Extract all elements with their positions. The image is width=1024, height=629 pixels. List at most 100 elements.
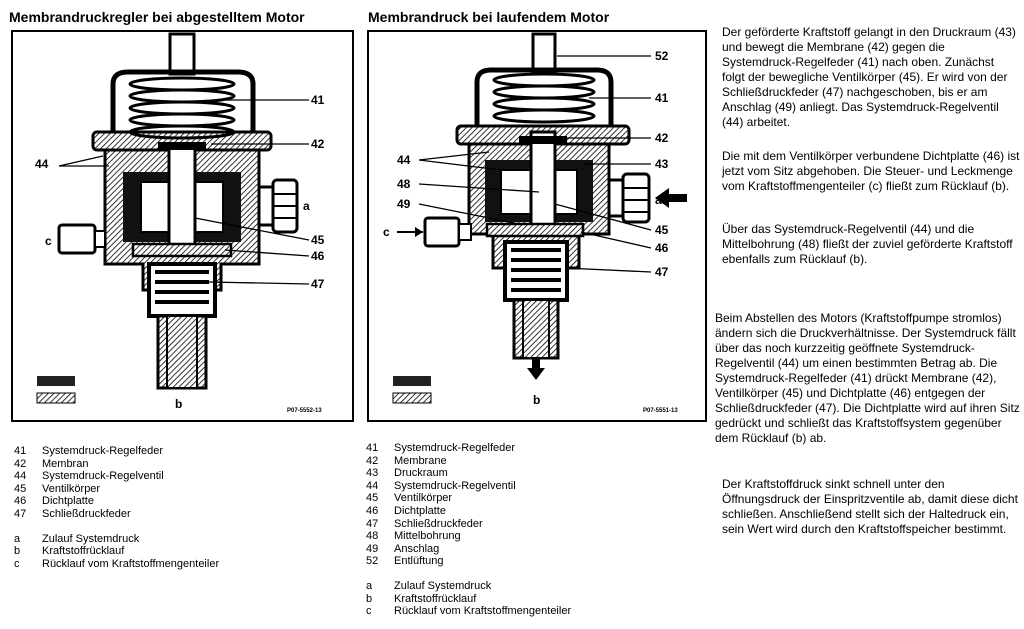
legend-row: b Kraftstoffrücklauf — [366, 593, 571, 606]
callout-42: 42 — [311, 137, 325, 151]
legend-key: c — [14, 557, 20, 570]
left-diagram-panel: 41 42 44 a c 45 46 47 b P07-5552-13 — [11, 30, 354, 422]
callout-48: 48 — [397, 177, 411, 191]
legend-value: Systemdruck-Regelfeder — [394, 442, 516, 454]
legend-swatch-dark — [393, 376, 431, 386]
paragraph-center-bore: Über das Systemdruck-Regelventil (44) un… — [722, 222, 1013, 266]
legend-value: Zulauf Systemdruck — [42, 532, 140, 545]
legend-key: 46 — [366, 504, 379, 517]
legend-key: b — [14, 545, 21, 558]
callout-a: a — [655, 193, 662, 207]
legend-key: a — [366, 579, 373, 592]
middle-diagram-title: Membrandruck bei laufendem Motor — [368, 9, 610, 25]
legend-value: Zulauf Systemdruck — [394, 579, 492, 592]
valve-body-45 — [529, 130, 557, 232]
legend-row: 45 Ventilkörper — [14, 483, 219, 496]
callout-49: 49 — [397, 197, 411, 211]
fitting-a — [607, 178, 625, 218]
legend-key: a — [14, 532, 21, 545]
valve-body-45 — [167, 144, 197, 248]
paragraph-seal-plate: Die mit dem Ventilkörper verbundene Dich… — [722, 149, 1020, 193]
legend-row: 44 Systemdruck-Regelventil — [14, 470, 219, 483]
legend-row: 44 Systemdruck-Regelventil — [366, 480, 571, 493]
spring-47 — [511, 248, 561, 292]
legend-swatch-light — [392, 392, 432, 404]
legend-key: 44 — [14, 470, 27, 483]
legend-value: Rücklauf vom Kraftstoffmengenteiler — [394, 605, 572, 618]
callout-a: a — [303, 199, 310, 213]
legend-key: 41 — [366, 442, 379, 454]
legend-value: Dichtplatte — [394, 504, 446, 517]
callout-52: 52 — [655, 49, 669, 63]
spring-47 — [155, 270, 209, 304]
legend-key: 44 — [366, 479, 379, 492]
callout-41: 41 — [311, 93, 325, 107]
legend-value: Mittelbohrung — [394, 530, 461, 543]
left-diagram-title: Membrandruckregler bei abgestelltem Moto… — [9, 9, 305, 25]
legend-row: c Rücklauf vom Kraftstoffmengenteiler — [14, 558, 219, 571]
legend-value: Systemdruck-Regelventil — [42, 470, 164, 483]
callout-41: 41 — [655, 91, 669, 105]
seal-plate-46 — [485, 222, 585, 238]
callout-44: 44 — [35, 157, 49, 171]
legend-value: Entlüftung — [394, 555, 444, 568]
legend-value: Systemdruck-Regelventil — [394, 479, 516, 492]
middle-diagram-panel: 52 41 42 43 a 45 46 47 44 48 49 c b P07-… — [367, 30, 707, 422]
callout-43: 43 — [655, 157, 669, 171]
paragraph-holding-pressure: Der Kraftstoffdruck sinkt schnell unter … — [722, 477, 1018, 536]
vent-pipe — [168, 32, 196, 76]
legend-swatch-light — [36, 392, 76, 404]
legend-row: 41 Systemdruck-Regelfeder — [366, 442, 571, 455]
legend-row: 47 Schließdruckfeder — [14, 508, 219, 521]
callout-46: 46 — [655, 241, 669, 255]
callout-c: c — [383, 225, 390, 239]
legend-value: Membrane — [394, 454, 447, 467]
legend-swatch-dark — [37, 376, 75, 386]
vent-pipe — [531, 32, 557, 74]
legend-value: Schließdruckfeder — [42, 507, 131, 520]
legend-key: 48 — [366, 530, 379, 543]
fitting-c — [57, 223, 97, 255]
callout-47: 47 — [655, 265, 669, 279]
legend-key: 47 — [366, 517, 379, 530]
figure-code: P07-5552-13 — [287, 408, 322, 414]
legend-key: 45 — [14, 482, 27, 495]
callout-44: 44 — [397, 153, 411, 167]
callout-b: b — [533, 393, 540, 407]
legend-key: b — [366, 592, 373, 605]
legend-value: Druckraum — [394, 467, 448, 480]
paragraph-pressure-chamber: Der geförderte Kraftstoff gelangt in den… — [722, 25, 1016, 129]
legend-row: a Zulauf Systemdruck — [366, 580, 571, 593]
legend-value: Ventilkörper — [394, 492, 453, 505]
legend-key: 47 — [14, 507, 27, 520]
paragraph-engine-off: Beim Abstellen des Motors (Kraftstoffpum… — [715, 311, 1020, 445]
legend-value: Systemdruck-Regelfeder — [42, 445, 164, 457]
upper-housing — [110, 69, 256, 137]
arrow-b — [527, 358, 545, 380]
legend-key: c — [366, 605, 372, 618]
callout-47: 47 — [311, 277, 325, 291]
legend-value: Kraftstoffrücklauf — [394, 592, 477, 605]
legend-row: a Zulauf Systemdruck — [14, 533, 219, 546]
legend-value: Ventilkörper — [42, 482, 101, 495]
callout-b: b — [175, 397, 182, 411]
callout-42: 42 — [655, 131, 669, 145]
callout-45: 45 — [655, 223, 669, 237]
seal-plate-46 — [131, 242, 233, 258]
legend-value: Dichtplatte — [42, 495, 94, 508]
callout-46: 46 — [311, 249, 325, 263]
legend-value: Membran — [42, 457, 89, 470]
legend-row: 46 Dichtplatte — [14, 495, 219, 508]
legend-value: Rücklauf vom Kraftstoffmengenteiler — [42, 557, 220, 570]
legend-key: 46 — [14, 495, 27, 508]
spring-41 — [128, 76, 236, 140]
legend-key: 42 — [14, 457, 27, 470]
